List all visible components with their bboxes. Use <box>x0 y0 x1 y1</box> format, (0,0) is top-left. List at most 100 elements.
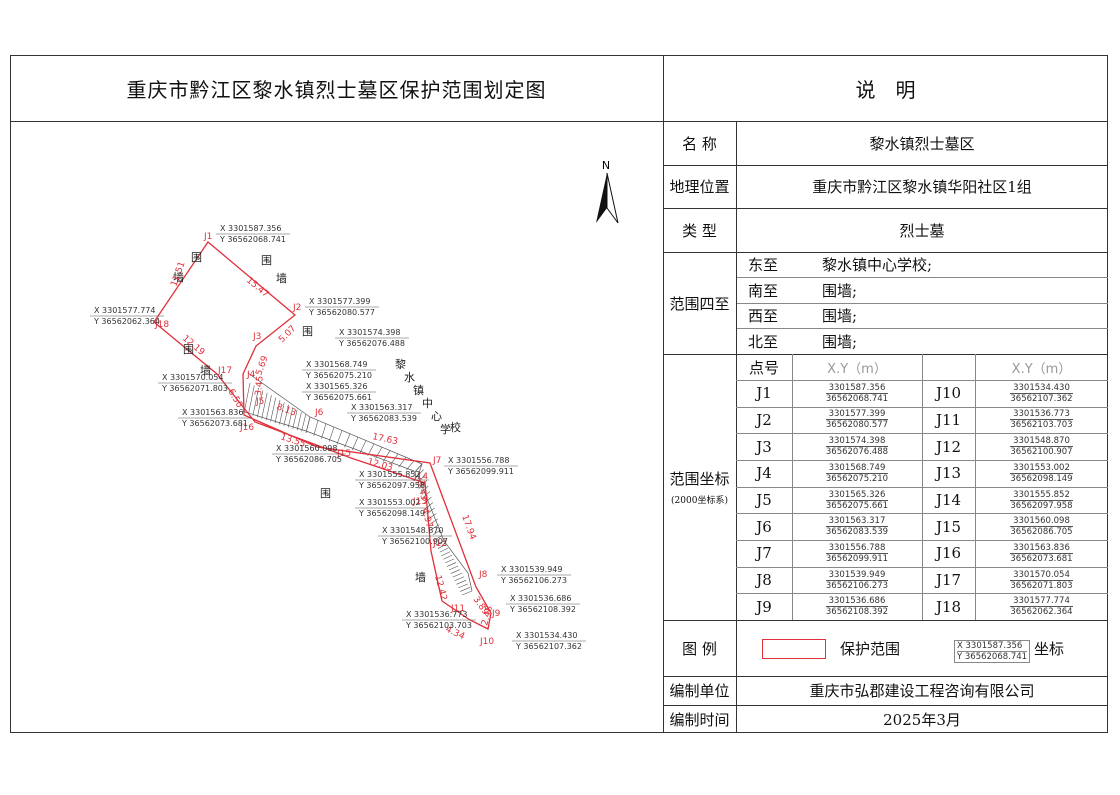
hatch-line <box>274 399 281 424</box>
edge-length: 15.47 <box>244 276 270 300</box>
hatch-line <box>447 562 457 567</box>
callout-y: Y 36562098.149 <box>358 509 425 518</box>
point-y: 36562068.741 <box>825 393 889 404</box>
callout-y: Y 36562076.488 <box>338 339 405 348</box>
point-id: J14 <box>935 491 962 509</box>
hatch-line <box>390 453 399 465</box>
point-x: 3301577.774 <box>1010 596 1073 608</box>
school-label: 黎水镇 中心学校 <box>395 357 461 436</box>
hatch-line <box>431 524 440 530</box>
edge-length: 5.69 <box>254 355 270 378</box>
hatch-line <box>435 540 445 546</box>
point-y: 36562083.539 <box>825 527 889 538</box>
hatch-line <box>416 474 426 484</box>
callout-x: X 3301577.399 <box>309 297 370 306</box>
callout-x: X 3301534.430 <box>516 631 577 640</box>
point-id: J4 <box>756 464 772 483</box>
callout-y: Y 36562062.364 <box>93 317 160 326</box>
svg-text:水: 水 <box>404 371 415 384</box>
bound-dir-east: 东至 <box>748 256 779 274</box>
point-y: 36562062.364 <box>1010 607 1073 618</box>
callout-y: Y 36562106.273 <box>500 576 567 585</box>
hatch-line <box>328 426 335 442</box>
hatch-line <box>261 392 268 419</box>
callout-y: Y 36562097.958 <box>358 481 425 490</box>
wall-labels: 墙 围 围 墙 围 围 墙 围 墙 <box>173 251 426 584</box>
callout-x: X 3301570.054 <box>162 373 223 382</box>
hatch-line <box>452 572 463 578</box>
callout-x: X 3301536.686 <box>510 594 571 603</box>
name-value: 黎水镇烈士墓区 <box>869 134 975 153</box>
hatch-line <box>460 587 471 592</box>
bounds-label: 范围四至 <box>669 294 730 313</box>
point-label-j7: J7 <box>432 456 441 466</box>
point-x: 3301539.949 <box>825 570 889 581</box>
point-x: 3301563.317 <box>825 516 889 528</box>
bound-dir-south: 南至 <box>748 281 779 300</box>
svg-text:学: 学 <box>440 422 451 436</box>
bound-dir-north: 北至 <box>748 332 779 351</box>
bound-dir-west: 西至 <box>748 307 779 325</box>
hatch-line <box>305 416 311 434</box>
wall-label: 围 <box>302 325 313 338</box>
coords-label: 范围坐标 <box>669 470 730 488</box>
hatch-line <box>252 387 259 416</box>
north-label: N <box>602 159 610 172</box>
point-label-j8: J8 <box>478 570 488 580</box>
point-id: J17 <box>935 571 962 590</box>
hatch-line <box>423 496 432 505</box>
point-label-j18: J18 <box>154 320 169 330</box>
legend-label: 图 例 <box>682 639 717 658</box>
hatch-line <box>461 590 473 596</box>
callout-y: Y 36562103.703 <box>405 621 472 630</box>
callout-y: Y 36562100.907 <box>381 537 448 546</box>
callout-x: X 3301563.317 <box>351 403 412 412</box>
callout-y: Y 36562080.577 <box>308 308 375 317</box>
hatch-line <box>450 569 461 574</box>
callout-y: Y 36562075.661 <box>305 393 372 402</box>
hatch-line <box>454 576 465 581</box>
hatch-line <box>448 565 459 571</box>
point-label-j3: J3 <box>252 332 261 342</box>
point-id: J18 <box>935 597 962 616</box>
callout-x: X 3301536.773 <box>406 610 467 619</box>
hatch-line <box>344 433 351 448</box>
point-x: 3301560.098 <box>1010 516 1073 528</box>
point-x: 3301556.788 <box>825 543 889 554</box>
site-map: N 墙 围 围 墙 围 围 墙 围 墙 黎水镇 中心学校 11.51 15.47… <box>90 159 619 651</box>
north-arrow-icon: N <box>596 159 619 224</box>
svg-text:校: 校 <box>450 420 461 434</box>
svg-text:中: 中 <box>422 397 433 410</box>
hatch-line <box>429 518 438 525</box>
point-label-j2: J2 <box>292 303 301 313</box>
point-y: 36562075.661 <box>825 500 889 511</box>
wall-label: 围 <box>183 343 194 356</box>
unit-label: 编制单位 <box>669 682 730 700</box>
point-id: J11 <box>935 410 962 429</box>
point-x: 3301563.836 <box>1010 543 1073 554</box>
edge-length: 17.94 <box>459 514 477 542</box>
edge-length: 12.42 <box>432 574 448 601</box>
hatch-line <box>292 409 298 429</box>
location-value: 重庆市黔江区黎水镇华阳社区1组 <box>812 178 1032 196</box>
legend-sample-x: X 3301587.356 <box>957 641 1028 652</box>
hatch-line <box>427 513 437 520</box>
xy-header-right: X.Y（m） <box>1011 361 1072 377</box>
point-x: 3301534.430 <box>1010 383 1073 394</box>
point-id: J5 <box>756 491 772 509</box>
callout-x: X 3301563.836 <box>182 408 243 417</box>
point-y: 36562071.803 <box>1010 580 1073 591</box>
